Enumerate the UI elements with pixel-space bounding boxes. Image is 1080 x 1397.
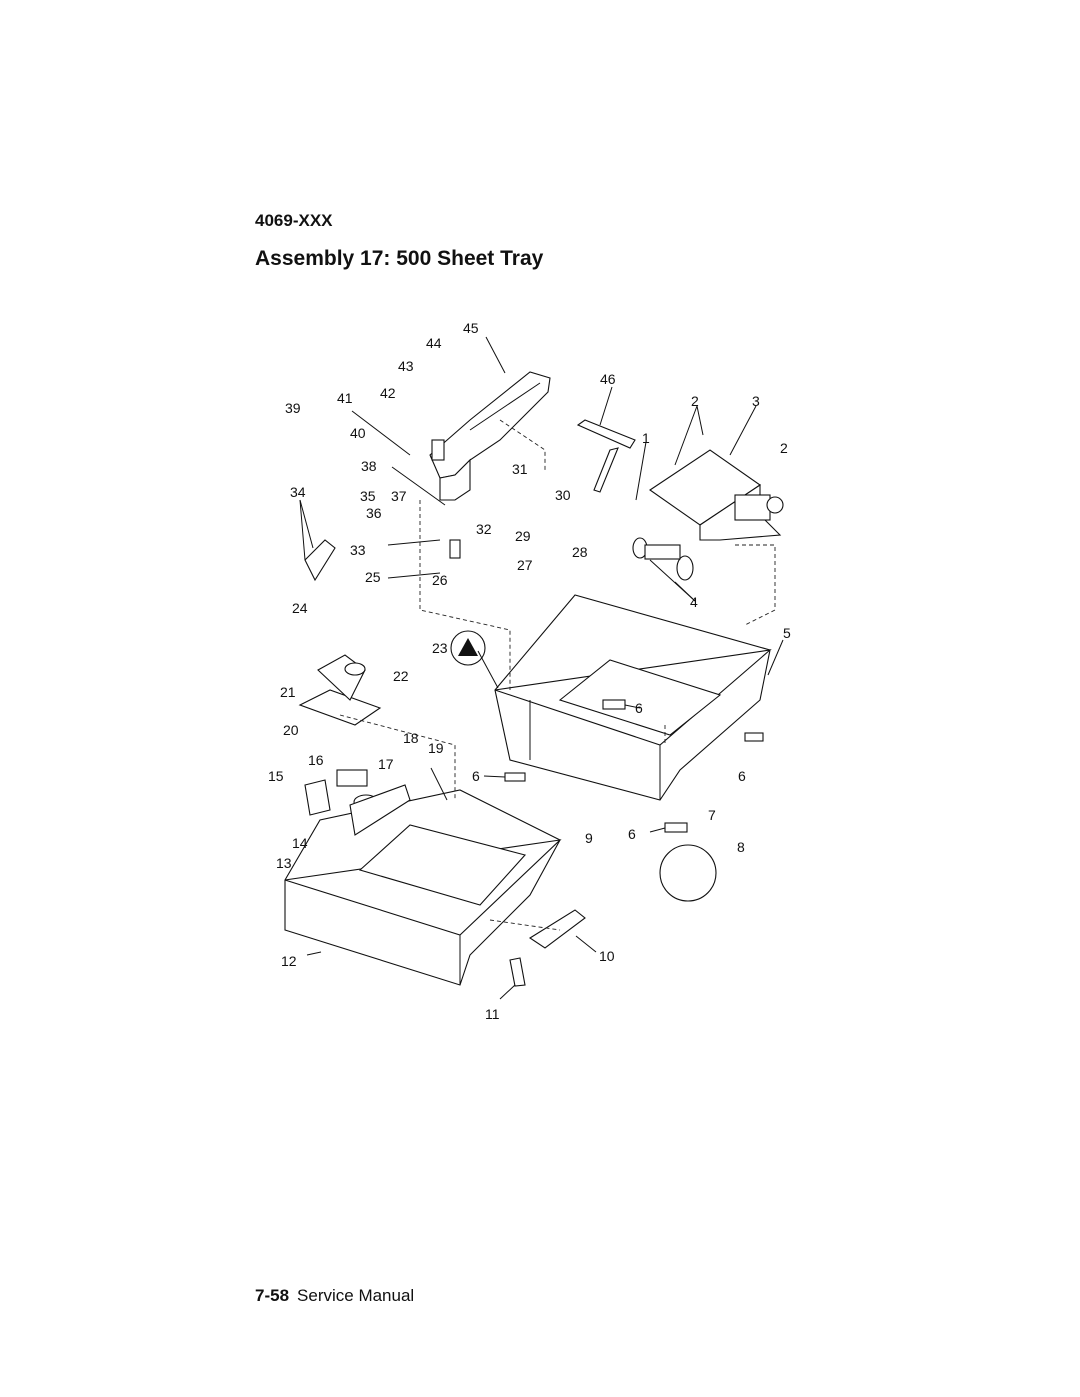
assembly-lines (339, 419, 776, 931)
model-number: 4069-XXX (255, 211, 333, 230)
callout-46: 46 (600, 371, 616, 387)
callout-22: 22 (393, 668, 409, 684)
footer-label: Service Manual (297, 1286, 415, 1305)
callout-40: 40 (350, 425, 366, 441)
callout-45: 45 (463, 320, 479, 336)
callout-23: 23 (432, 640, 448, 656)
callout-31: 31 (512, 461, 528, 477)
small-parts (298, 539, 764, 987)
leader-lines (299, 336, 784, 1000)
callout-6: 6 (738, 768, 746, 784)
callout-17: 17 (378, 756, 394, 772)
callout-11: 11 (485, 1006, 500, 1022)
callout-38: 38 (361, 458, 377, 474)
callout-2: 2 (780, 440, 788, 456)
callout-6: 6 (628, 826, 636, 842)
callout-8: 8 (737, 839, 745, 855)
callout-12: 12 (281, 953, 297, 969)
callout-35: 35 (360, 488, 376, 504)
callout-13: 13 (276, 855, 292, 871)
motor-assembly-3 (649, 449, 784, 541)
callout-26: 26 (432, 572, 448, 588)
callout-34: 34 (290, 484, 306, 500)
callout-19: 19 (428, 740, 444, 756)
callout-18: 18 (403, 730, 419, 746)
callout-27: 27 (517, 557, 533, 573)
warning-triangle-icon (458, 638, 478, 656)
callout-2: 2 (691, 393, 699, 409)
callout-30: 30 (555, 487, 571, 503)
callout-20: 20 (283, 722, 299, 738)
callout-44: 44 (426, 335, 442, 351)
callout-36: 36 (366, 505, 382, 521)
pick-roller-4 (632, 537, 694, 581)
page-number: 7-58 (255, 1286, 290, 1305)
callout-6: 6 (635, 700, 643, 716)
feed-frame-45 (429, 371, 551, 501)
callout-15: 15 (268, 768, 284, 784)
page-footer: 7-58 Service Manual (255, 1286, 414, 1306)
callout-3: 3 (752, 393, 760, 409)
callout-9: 9 (585, 830, 593, 846)
callout-24: 24 (292, 600, 308, 616)
callout-28: 28 (572, 544, 588, 560)
callout-7: 7 (708, 807, 716, 823)
callout-21: 21 (280, 684, 296, 700)
callout-33: 33 (350, 542, 366, 558)
callout-39: 39 (285, 400, 301, 416)
callout-16: 16 (308, 752, 324, 768)
page-title: Assembly 17: 500 Sheet Tray (255, 247, 544, 270)
callout-1: 1 (642, 430, 650, 446)
callout-32: 32 (476, 521, 492, 537)
callout-25: 25 (365, 569, 381, 585)
callout-41: 41 (337, 390, 353, 406)
callout-42: 42 (380, 385, 396, 401)
callout-4: 4 (690, 594, 698, 610)
paper-tray-12 (284, 789, 562, 986)
pick-arm-46 (576, 419, 636, 493)
callout-14: 14 (292, 835, 308, 851)
callout-43: 43 (398, 358, 414, 374)
callout-37: 37 (391, 488, 407, 504)
callout-10: 10 (599, 948, 615, 964)
callout-29: 29 (515, 528, 531, 544)
callout-6: 6 (472, 768, 480, 784)
tray-base-5 (494, 594, 772, 801)
callout-5: 5 (783, 625, 791, 641)
